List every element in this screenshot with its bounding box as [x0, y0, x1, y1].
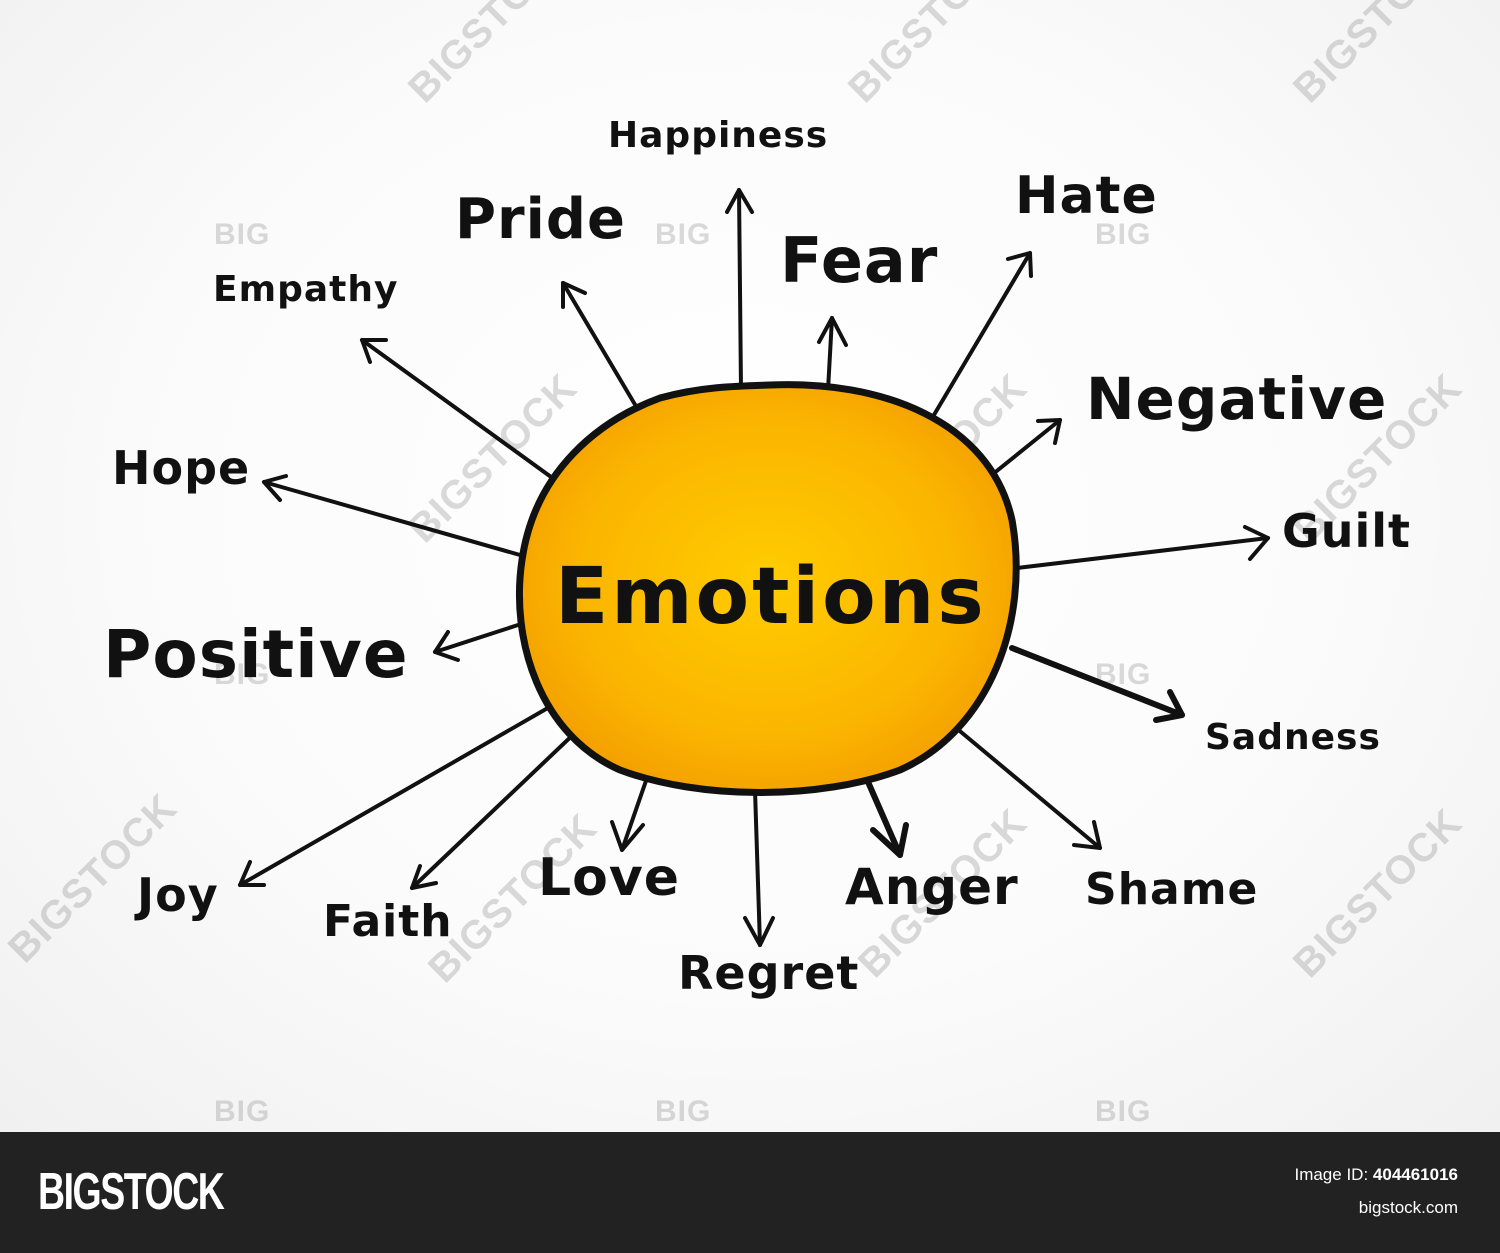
watermark-big: BIG [655, 1095, 712, 1128]
arrow-empathy [360, 338, 560, 484]
diagram-canvas: BIG BIG BIG BIG BIG BIG BIG BIG BIG BIGS… [0, 0, 1500, 1132]
arrow-shame [953, 725, 1102, 850]
watermark-big: BIG [214, 1095, 271, 1128]
node-joy: Joy [137, 868, 219, 922]
node-faith: Faith [323, 896, 453, 947]
image-id: Image ID: 404461016 [1294, 1165, 1458, 1185]
watermark-big: BIG [214, 218, 271, 251]
node-hope: Hope [112, 441, 251, 495]
node-fear: Fear [780, 224, 939, 297]
node-happiness: Happiness [608, 115, 829, 156]
arrow-sadness [1009, 645, 1185, 723]
node-anger: Anger [845, 858, 1019, 916]
node-love: Love [538, 848, 681, 908]
center-node-shape [516, 381, 1020, 796]
node-guilt: Guilt [1282, 504, 1412, 558]
arrow-hate [926, 251, 1033, 427]
arrow-faith [410, 728, 580, 890]
watermark-big: BIG [655, 218, 712, 251]
arrow-joy [238, 703, 555, 887]
arrow-positive [433, 623, 520, 662]
arrow-love [610, 773, 650, 852]
node-regret: Regret [678, 946, 860, 1000]
arrow-hope [262, 474, 522, 557]
node-shame: Shame [1085, 864, 1259, 915]
node-positive: Positive [103, 616, 409, 693]
brand-logo: BIGSTOCK [38, 1163, 225, 1221]
watermark-big: BIG [1095, 1095, 1152, 1128]
arrow-pride [561, 281, 642, 415]
node-pride: Pride [455, 187, 626, 252]
mind-map-graphic [238, 188, 1270, 947]
watermark-big: BIG [214, 658, 271, 691]
arrow-fear [817, 316, 848, 392]
node-hate: Hate [1015, 166, 1158, 226]
node-sadness: Sadness [1205, 717, 1381, 758]
arrow-regret [743, 788, 775, 947]
arrow-happiness [725, 188, 754, 392]
arrow-negative [986, 418, 1062, 480]
node-empathy: Empathy [213, 269, 399, 310]
arrow-guilt [1015, 525, 1270, 570]
center-node-label: Emotions [555, 552, 987, 642]
node-negative: Negative [1086, 365, 1388, 433]
image-id-label: Image ID: [1294, 1165, 1369, 1184]
footer-bar: BIGSTOCK Image ID: 404461016 bigstock.co… [0, 1132, 1500, 1253]
site-link[interactable]: bigstock.com [1358, 1198, 1458, 1217]
arrow-anger [862, 772, 909, 858]
watermark-big: BIG [1095, 218, 1152, 251]
image-id-value: 404461016 [1372, 1165, 1458, 1184]
